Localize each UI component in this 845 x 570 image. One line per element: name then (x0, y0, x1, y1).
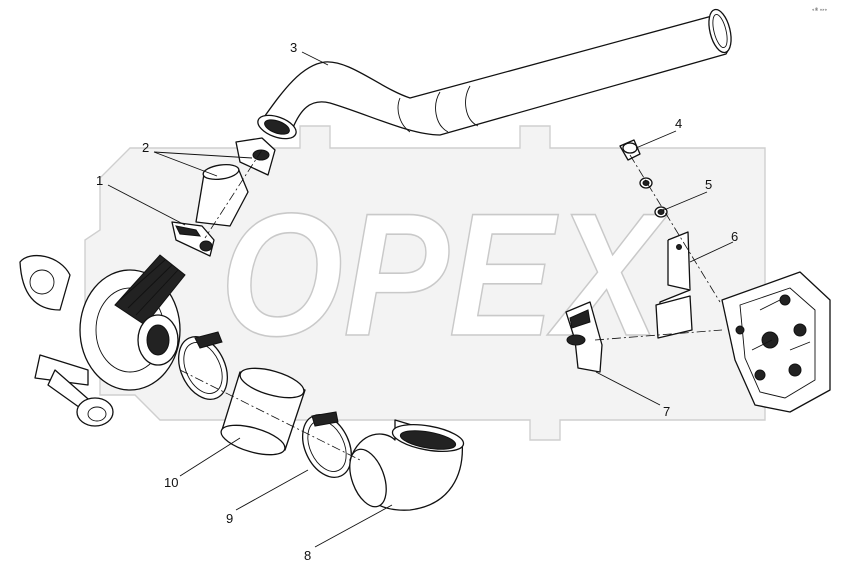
callout-9: 9 (226, 511, 233, 526)
part-3-pipe (257, 8, 732, 140)
part-4-plug (619, 139, 641, 161)
part-6-bracket (655, 231, 693, 339)
housing-block (721, 271, 831, 413)
callout-6: 6 (731, 229, 738, 244)
callout-8: 8 (304, 548, 311, 563)
opex-watermark: OPEX (84, 125, 766, 441)
part-7-clamp (565, 301, 603, 373)
callout-2: 2 (142, 140, 149, 155)
callout-3: 3 (290, 40, 297, 55)
callout-7: 7 (663, 404, 670, 419)
callout-5: 5 (705, 177, 712, 192)
leader-lines (107, 51, 734, 548)
callout-labels: 1 2 3 4 5 6 7 8 9 10 (96, 40, 738, 563)
center-lines (179, 149, 723, 461)
corner-mark: «® »»» (812, 7, 828, 12)
part-8-elbow (349, 419, 465, 511)
callout-10: 10 (164, 475, 178, 490)
part-9-clamps (178, 331, 352, 478)
part-1-clamp (171, 221, 215, 257)
callout-4: 4 (675, 116, 682, 131)
part-10-hose (220, 367, 306, 456)
callout-1: 1 (96, 173, 103, 188)
turbocharger (19, 254, 186, 427)
part-2-clamp-sleeve (195, 137, 276, 227)
